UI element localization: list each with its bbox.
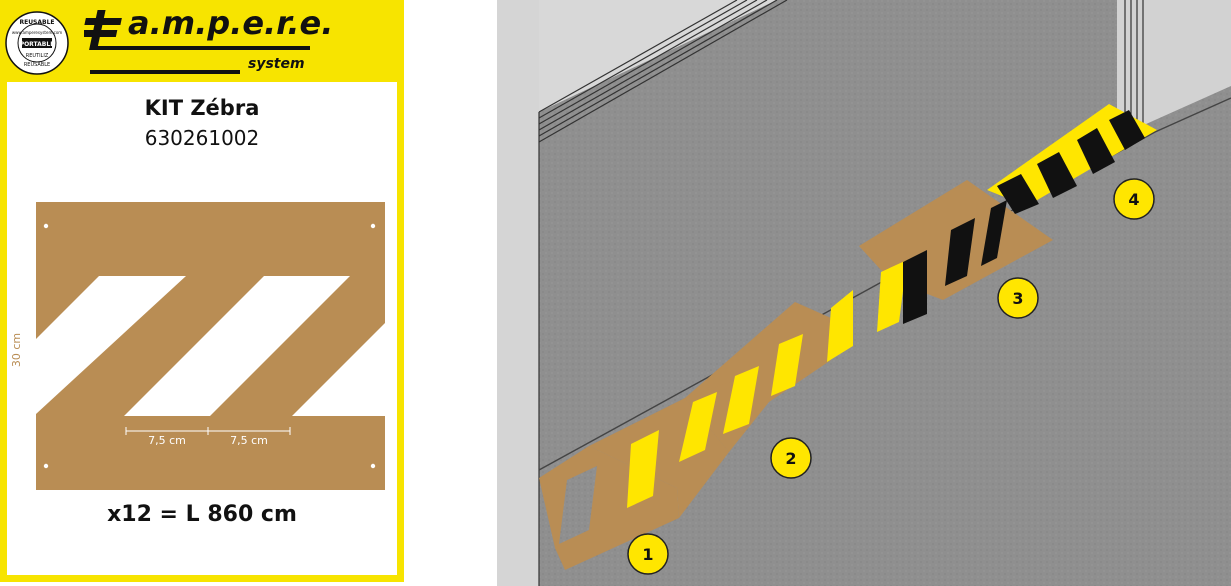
product-reference: 630261002 [144, 126, 260, 150]
product-card: PORTABLE REUSABLE www.amperesystem.com R… [0, 0, 404, 582]
step-marker-3: 3 [997, 277, 1039, 319]
svg-text:www.amperesystem.com: www.amperesystem.com [12, 30, 62, 35]
brand-name: a.m.p.e.r.e. [128, 4, 334, 42]
svg-text:1: 1 [642, 545, 653, 564]
brand-logo-mark-icon [84, 10, 122, 50]
product-total-length: x12 = L 860 cm [107, 502, 297, 527]
width-label-1: 7,5 cm [148, 434, 186, 447]
step-marker-4: 4 [1113, 178, 1155, 220]
height-label: 30 cm [10, 333, 23, 367]
fixing-hole-icon [43, 223, 49, 229]
application-illustration: 1 2 3 4 [497, 0, 1231, 586]
reusable-badge-icon: PORTABLE REUSABLE www.amperesystem.com R… [5, 11, 69, 75]
height-label-wrap: 30 cm [10, 333, 23, 367]
wall [539, 0, 1117, 460]
svg-text:3: 3 [1012, 289, 1023, 308]
svg-text:4: 4 [1128, 190, 1139, 209]
stencil-diagram: 7,5 cm 7,5 cm [36, 202, 385, 490]
svg-text:REUSABLE: REUSABLE [19, 19, 54, 26]
painted-zebra-step-4 [987, 104, 1157, 214]
fixing-hole-icon [43, 463, 49, 469]
svg-text:REUSABLE: REUSABLE [24, 62, 50, 68]
svg-text:PORTABLE: PORTABLE [20, 41, 55, 48]
brand-sub: system [248, 56, 305, 72]
fixing-hole-icon [370, 223, 376, 229]
stencil-step-2 [679, 290, 853, 462]
product-title: KIT Zébra [144, 96, 260, 120]
step-marker-1: 1 [627, 533, 669, 575]
brand-underline-2 [90, 70, 240, 74]
stencil-cutout [36, 276, 186, 414]
wall-trim [538, 0, 1144, 586]
step-marker-2: 2 [770, 437, 812, 479]
brand-underline [90, 46, 310, 50]
width-label-2: 7,5 cm [230, 434, 268, 447]
svg-text:2: 2 [785, 449, 796, 468]
svg-text:REUTILIZ: REUTILIZ [26, 53, 49, 59]
stencil-cutout [292, 323, 385, 416]
stencil-cutout [124, 276, 350, 416]
brand-header: PORTABLE REUSABLE www.amperesystem.com R… [0, 0, 404, 82]
stencil-step-3 [859, 180, 1053, 332]
fixing-hole-icon [370, 463, 376, 469]
